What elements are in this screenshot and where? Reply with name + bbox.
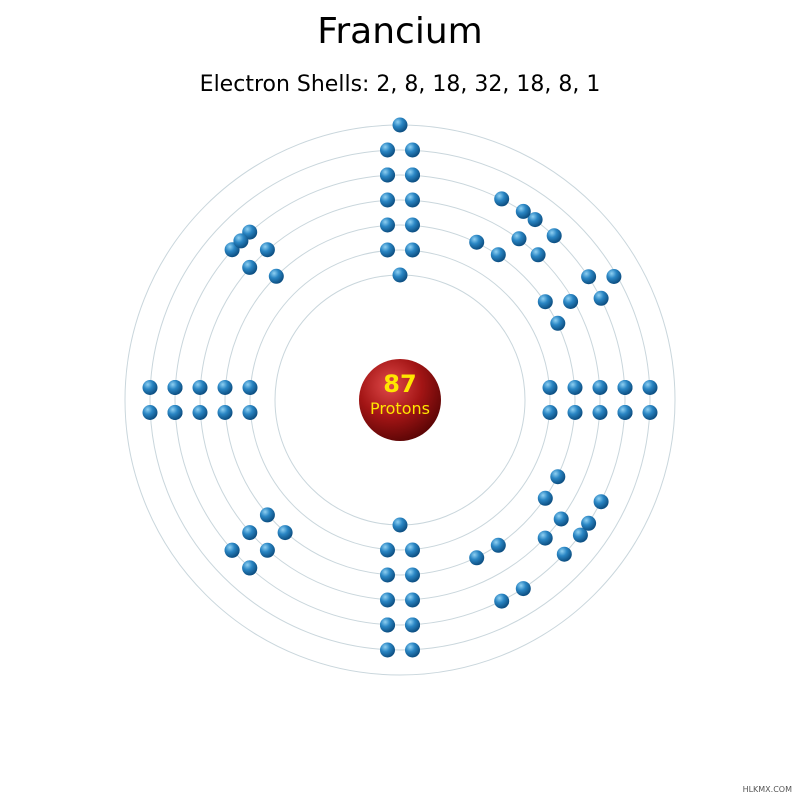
electron [469,550,485,566]
electron [242,525,258,541]
electron [550,315,566,331]
electron [277,525,293,541]
electron [405,142,420,158]
electron [592,380,608,395]
electron [542,380,558,395]
electron [537,490,553,506]
watermark: HLKMX.COM [742,785,792,794]
electron [581,269,597,285]
electron [242,560,258,576]
electron [593,290,609,306]
electron [380,592,395,608]
electron [242,259,258,275]
electron [405,242,420,258]
electron [233,233,249,249]
electron [511,231,527,247]
electron [530,247,546,263]
electron [405,217,420,233]
electron [405,192,420,208]
electron [556,546,572,562]
electron [380,217,395,233]
electron [142,380,158,395]
electron [380,567,395,583]
electron [405,617,420,633]
electron [537,530,553,546]
electron [392,517,408,533]
electron [392,267,408,283]
electron [224,542,240,558]
electron [527,212,543,228]
electron [217,380,233,395]
electron [380,192,395,208]
electron [142,405,158,420]
electron [380,542,395,558]
electron [405,642,420,658]
electron [405,592,420,608]
electron [593,494,609,510]
electron [494,593,510,609]
electron [642,405,658,420]
electron [380,242,395,258]
electron [550,469,566,485]
electron [380,642,395,658]
electron [405,542,420,558]
electron [167,405,183,420]
electron [217,405,233,420]
electron [405,567,420,583]
electron [563,294,579,309]
electron [380,167,395,183]
electron [392,117,408,133]
electron [192,380,208,395]
electron [405,167,420,183]
electron [490,537,506,553]
electron [581,515,597,531]
electron [515,581,531,597]
electron [567,405,583,420]
electron [259,542,275,558]
electron [380,617,395,633]
nucleus-sphere [359,359,441,441]
electron [567,380,583,395]
electron [606,269,622,284]
orbit-ring [249,249,551,551]
orbit-ring [199,199,601,601]
electron [553,511,569,527]
proton-label: Protons [370,399,430,418]
electron [515,203,531,219]
electron [242,405,258,420]
electron [546,228,562,244]
electron [259,242,275,258]
electron [617,380,633,395]
electron [642,380,658,395]
proton-count: 87 [383,370,416,398]
electron [572,527,588,543]
electron [242,380,258,395]
orbit-ring [224,224,576,576]
electron [617,405,633,420]
electron [192,405,208,420]
electron [268,268,284,284]
orbit-ring [149,149,651,651]
electron [490,247,506,263]
electron-group [142,117,658,658]
nucleus: 87 Protons [359,359,441,441]
element-name: Francium [317,11,483,52]
electron [167,380,183,395]
electron-shells-label: Electron Shells: 2, 8, 18, 32, 18, 8, 1 [199,72,601,97]
electron [259,507,275,523]
electron [537,294,553,310]
electron [542,405,558,420]
electron [469,234,485,250]
electron [592,405,608,420]
electron [380,142,395,158]
orbit-ring [174,174,626,626]
electron [494,191,510,207]
